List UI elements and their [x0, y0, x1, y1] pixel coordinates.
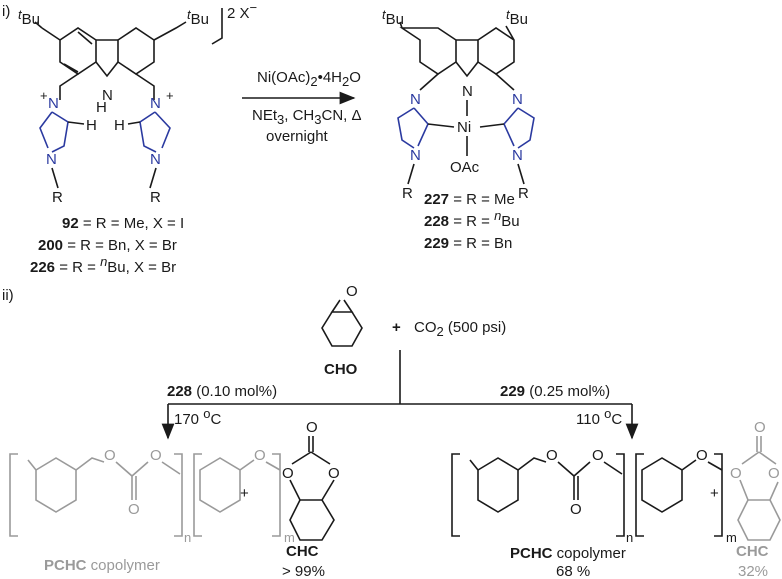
- svg-text:O: O: [754, 419, 766, 436]
- svg-text:2 X−: 2 X−: [227, 0, 257, 22]
- svg-text:O: O: [696, 447, 708, 464]
- svg-text:92 = R = Me, X = I: 92 = R = Me, X = I: [62, 215, 184, 232]
- left-temperature: 170 oC: [174, 406, 221, 428]
- svg-text:O: O: [730, 465, 742, 482]
- compound-226: 226: [30, 259, 55, 276]
- cho-structure: O: [321, 283, 363, 347]
- bracket: [211, 8, 223, 45]
- imid-n-left: N: [48, 95, 59, 112]
- svg-text:N: N: [512, 91, 523, 108]
- svg-text:O: O: [104, 447, 116, 464]
- carbazole-left-ring: [41, 27, 97, 75]
- svg-text:O: O: [592, 447, 604, 464]
- svg-text:tBu: tBu: [382, 7, 404, 28]
- counterion-charge: 2 X: [227, 5, 250, 22]
- svg-text:229 = R = Bn: 229 = R = Bn: [424, 235, 512, 252]
- imid-n2-right: N: [150, 151, 161, 168]
- conditions-line1: Ni(OAc)2•4H2O: [257, 69, 361, 89]
- product-carbazole-n: N: [462, 83, 473, 100]
- left-plus: +: [240, 485, 249, 502]
- carbazole-right-ring: [117, 27, 155, 75]
- r-right: R: [150, 189, 161, 206]
- compound-228: 228: [424, 213, 449, 230]
- conditions-line2: NEt3, CH3CN, Δ: [252, 107, 362, 127]
- right-pchc-label: PCHC copolymer: [510, 545, 626, 562]
- right-temperature: 110 oC: [576, 406, 622, 428]
- left-pchc-label: PCHC copolymer: [44, 557, 160, 574]
- reactant-structure: tBu tBu 2 X− N H N + N H R N + N H R: [18, 0, 257, 206]
- svg-text:O: O: [328, 465, 340, 482]
- acetate-ligand: OAc: [450, 159, 480, 176]
- svg-text:tBu: tBu: [18, 7, 40, 28]
- svg-text:228 = R = nBu: 228 = R = nBu: [424, 208, 520, 230]
- left-pchc-structure: O O O n O m: [9, 447, 295, 545]
- svg-text:O: O: [254, 447, 266, 464]
- c2-h-left: H: [86, 117, 97, 134]
- compound-229: 229: [424, 235, 449, 252]
- svg-text:O: O: [128, 501, 140, 518]
- plus-right: +: [166, 88, 174, 103]
- compound-227: 227: [424, 191, 449, 208]
- svg-text:O: O: [282, 465, 294, 482]
- part-i-label: i): [2, 3, 10, 20]
- svg-text:O: O: [768, 465, 780, 482]
- left-chc-label: CHC: [286, 543, 319, 560]
- svg-text:O: O: [570, 501, 582, 518]
- compound-92: 92: [62, 215, 79, 232]
- plus-co2: +: [392, 319, 401, 336]
- svg-text:m: m: [284, 530, 295, 545]
- right-catalyst: 229 (0.25 mol%): [500, 383, 610, 400]
- plus-left: +: [40, 88, 48, 103]
- svg-text:R: R: [402, 185, 413, 202]
- tbu-left: Bu: [22, 11, 40, 28]
- left-chc-structure: O O O: [282, 419, 340, 541]
- counterion-minus: −: [250, 0, 258, 15]
- svg-text:N: N: [512, 147, 523, 164]
- svg-text:200 = R = Bn, X = Br: 200 = R = Bn, X = Br: [38, 237, 177, 254]
- svg-text:R: R: [518, 185, 529, 202]
- svg-text:O: O: [150, 447, 162, 464]
- tert-prefix-left: t: [18, 7, 23, 22]
- svg-text:tBu: tBu: [187, 7, 209, 28]
- compound-200: 200: [38, 237, 63, 254]
- svg-text:n: n: [184, 530, 191, 545]
- svg-text:n: n: [626, 530, 633, 545]
- svg-text:O: O: [306, 419, 318, 436]
- svg-text:m: m: [726, 530, 737, 545]
- left-catalyst: 228 (0.10 mol%): [167, 383, 277, 400]
- right-plus: +: [710, 485, 719, 502]
- tert-prefix-right: t: [187, 7, 192, 22]
- nickel-center: Ni: [457, 119, 471, 136]
- c2-h-right: H: [114, 117, 125, 134]
- svg-text:O: O: [346, 283, 358, 300]
- svg-text:N: N: [410, 91, 421, 108]
- conditions-line3: overnight: [266, 128, 329, 145]
- svg-text:N: N: [410, 147, 421, 164]
- svg-text:226 = R = nBu, X = Br: 226 = R = nBu, X = Br: [30, 254, 176, 276]
- imid-n-right: N: [150, 95, 161, 112]
- svg-text:tBu: tBu: [506, 7, 528, 28]
- cho-label: CHO: [324, 361, 358, 378]
- nh-h: H: [96, 99, 107, 116]
- right-chc-label: CHC: [736, 543, 769, 560]
- right-pchc-yield: 68 %: [556, 563, 590, 579]
- left-chc-yield: > 99%: [282, 563, 325, 579]
- right-chc-yield: 32%: [738, 563, 768, 579]
- tbu-right: Bu: [191, 11, 209, 28]
- co2-reagent: CO2 (500 psi): [414, 319, 506, 339]
- product-structure: tBu tBu N Ni OAc N N R N N R: [382, 7, 535, 202]
- part-ii-label: ii): [2, 287, 14, 304]
- right-pchc-structure: O O O n O m: [451, 447, 737, 545]
- svg-text:227 = R = Me: 227 = R = Me: [424, 191, 515, 208]
- imid-n2-left: N: [46, 151, 57, 168]
- r-left: R: [52, 189, 63, 206]
- nh-n: N: [102, 87, 113, 104]
- svg-text:O: O: [546, 447, 558, 464]
- right-chc-structure: O O O: [730, 419, 781, 541]
